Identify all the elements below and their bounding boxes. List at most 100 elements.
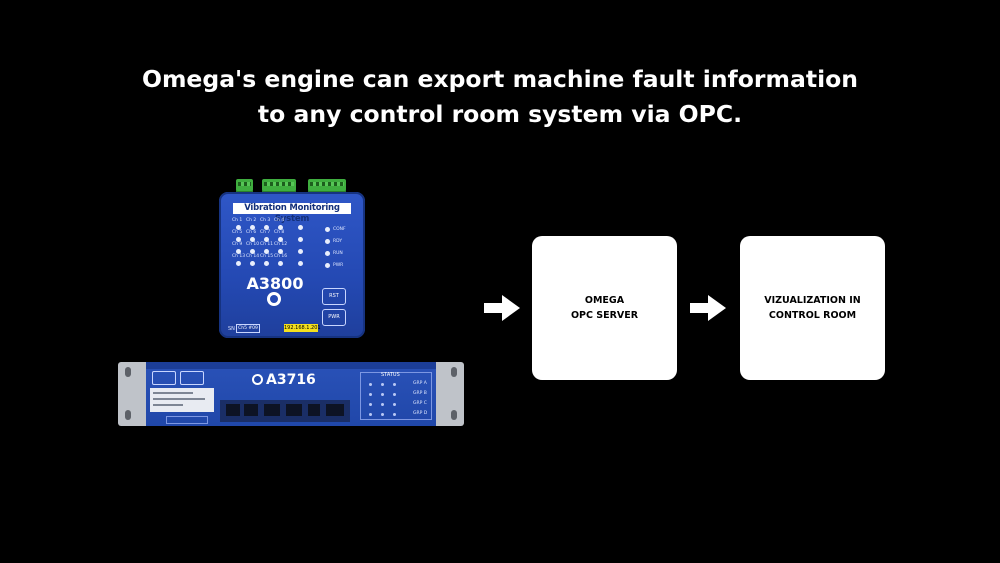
mounting-hole-icon xyxy=(125,367,131,377)
terminal-block-1 xyxy=(236,179,253,195)
led-icon xyxy=(264,225,269,230)
a3800-device: Vibration Monitoring System Ch 1 Ch 2 Ch… xyxy=(219,192,365,338)
status-row-label: GRP C xyxy=(413,401,427,406)
channel-label: Ch 8 xyxy=(274,230,285,235)
channel-label: Ch 16 xyxy=(274,254,288,259)
channel-label: Ch 5 xyxy=(232,230,243,235)
port-icon xyxy=(308,404,320,416)
led-icon xyxy=(250,261,255,266)
channel-label: Ch 6 xyxy=(246,230,257,235)
right-arrow-icon xyxy=(690,295,726,321)
status-led-icon xyxy=(381,413,384,416)
sn-value: Ch5 #09 xyxy=(236,324,260,333)
led-icon xyxy=(264,249,269,254)
led-icon xyxy=(264,237,269,242)
status-led-icon xyxy=(393,393,396,396)
omega-logo-icon xyxy=(252,374,263,385)
mounting-hole-icon xyxy=(125,410,131,420)
status-led-icon xyxy=(393,383,396,386)
led-icon xyxy=(298,225,303,230)
control-room-line-2: CONTROL ROOM xyxy=(768,310,857,321)
status-led-icon xyxy=(369,413,372,416)
rack-usb-button xyxy=(180,371,204,385)
opc-server-line-1: OMEGA xyxy=(584,295,625,306)
channel-label: Ch 14 xyxy=(246,254,260,259)
channel-label: Ch 7 xyxy=(260,230,271,235)
status-led-icon xyxy=(393,403,396,406)
led-icon xyxy=(278,237,283,242)
a3800-model-label: A3800 xyxy=(246,274,304,293)
opc-server-box: OMEGA OPC SERVER xyxy=(532,236,677,380)
led-icon xyxy=(298,261,303,266)
channel-label: Ch 3 xyxy=(260,218,271,223)
status-led-icon xyxy=(325,251,330,256)
sn-label: SN xyxy=(228,326,235,332)
port-icon xyxy=(226,404,240,416)
pwr-button: PWR xyxy=(322,309,346,326)
status-led-icon xyxy=(325,239,330,244)
status-label: RUN xyxy=(333,251,343,256)
status-led-icon xyxy=(393,413,396,416)
a3800-title: Vibration Monitoring System xyxy=(233,203,351,224)
led-icon xyxy=(278,261,283,266)
channel-label: Ch 15 xyxy=(260,254,274,259)
ethernet-port-icon xyxy=(264,404,280,416)
control-room-box: VIZUALIZATION IN CONTROL ROOM xyxy=(740,236,885,380)
channel-label: Ch 2 xyxy=(246,218,257,223)
led-icon xyxy=(236,261,241,266)
channel-label: Ch 11 xyxy=(260,242,274,247)
channel-label: Ch 13 xyxy=(232,254,246,259)
rack-lcd-display xyxy=(150,388,214,412)
ip-address-label: 192.168.1.201 xyxy=(284,324,321,332)
headline-line-1: Omega's engine can export machine fault … xyxy=(141,65,859,93)
port-icon xyxy=(244,404,258,416)
led-icon xyxy=(250,237,255,242)
rack-top-strip xyxy=(146,362,436,369)
terminal-block-3 xyxy=(308,179,346,195)
status-label: RDY xyxy=(333,239,343,244)
lcd-line xyxy=(153,398,205,400)
status-row-label: GRP B xyxy=(413,391,427,396)
channel-label: Ch 10 xyxy=(246,242,260,247)
right-arrow-icon xyxy=(484,295,520,321)
status-led-icon xyxy=(369,383,372,386)
status-label: CONF xyxy=(333,227,346,232)
lcd-line xyxy=(153,404,183,406)
status-led-icon xyxy=(325,227,330,232)
rack-port-panel xyxy=(220,400,350,422)
channel-label: Ch 12 xyxy=(274,242,288,247)
status-row-label: GRP D xyxy=(413,411,428,416)
a3716-model-label: A3716 xyxy=(266,372,316,388)
status-led-icon xyxy=(381,393,384,396)
rst-button: RST xyxy=(322,288,346,305)
status-title: STATUS xyxy=(381,372,400,378)
channel-label: Ch 4 xyxy=(274,218,285,223)
terminal-block-2 xyxy=(262,179,296,195)
status-label: PWR xyxy=(333,263,344,268)
status-led-icon xyxy=(381,403,384,406)
mounting-hole-icon xyxy=(451,410,457,420)
led-icon xyxy=(250,249,255,254)
led-icon xyxy=(278,249,283,254)
a3716-device: A3716 STATUS GRP A GRP B GRP C GRP D xyxy=(146,362,436,426)
led-icon xyxy=(236,225,241,230)
status-led-icon xyxy=(325,263,330,268)
headline-line-2: to any control room system via OPC. xyxy=(257,100,743,128)
led-icon xyxy=(298,249,303,254)
rack-label-plate xyxy=(166,416,208,424)
status-led-icon xyxy=(369,403,372,406)
led-icon xyxy=(236,249,241,254)
omega-logo-icon xyxy=(267,292,281,306)
led-icon xyxy=(298,237,303,242)
mounting-hole-icon xyxy=(451,367,457,377)
a3800-channel-leds: Ch 1 Ch 2 Ch 3 Ch 4 Ch 5 Ch 6 Ch 7 Ch 8 … xyxy=(232,218,318,269)
vga-port-icon xyxy=(326,404,344,416)
status-led-icon xyxy=(369,393,372,396)
led-icon xyxy=(278,225,283,230)
led-icon xyxy=(250,225,255,230)
ethernet-port-icon xyxy=(286,404,302,416)
rack-power-button xyxy=(152,371,176,385)
led-icon xyxy=(264,261,269,266)
channel-label: Ch 1 xyxy=(232,218,243,223)
opc-server-line-2: OPC SERVER xyxy=(570,310,639,321)
